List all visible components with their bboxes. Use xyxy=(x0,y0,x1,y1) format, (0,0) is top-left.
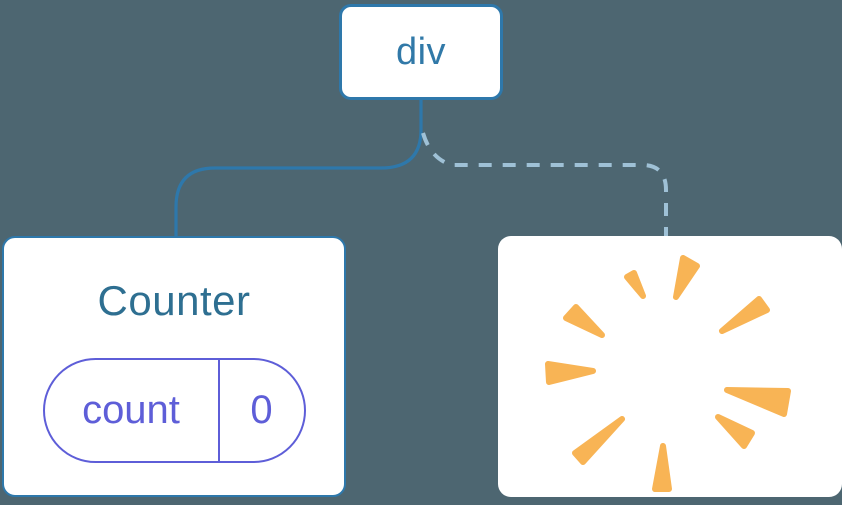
counter-component-card: Counter count 0 xyxy=(2,236,346,497)
poof-ray xyxy=(724,387,791,417)
counter-component-title: Counter xyxy=(97,277,251,324)
state-pill: count 0 xyxy=(42,358,306,463)
state-key-label: count xyxy=(45,360,220,461)
dom-node-div-label: div xyxy=(395,31,447,73)
poof-icon xyxy=(545,255,791,492)
poof-ray xyxy=(673,255,700,300)
removed-component-card xyxy=(498,236,842,497)
poof-ray xyxy=(563,304,605,338)
poof-ray xyxy=(572,416,625,465)
state-value-label: 0 xyxy=(250,388,273,432)
poof-ray xyxy=(624,270,646,299)
poof-ray xyxy=(652,443,672,492)
connector-dashed-line xyxy=(421,132,668,236)
connector-solid-line xyxy=(174,98,423,239)
dom-node-div: div xyxy=(339,4,503,100)
poof-ray xyxy=(719,296,770,334)
poof-ray xyxy=(545,361,596,385)
poof-ray xyxy=(715,414,755,449)
